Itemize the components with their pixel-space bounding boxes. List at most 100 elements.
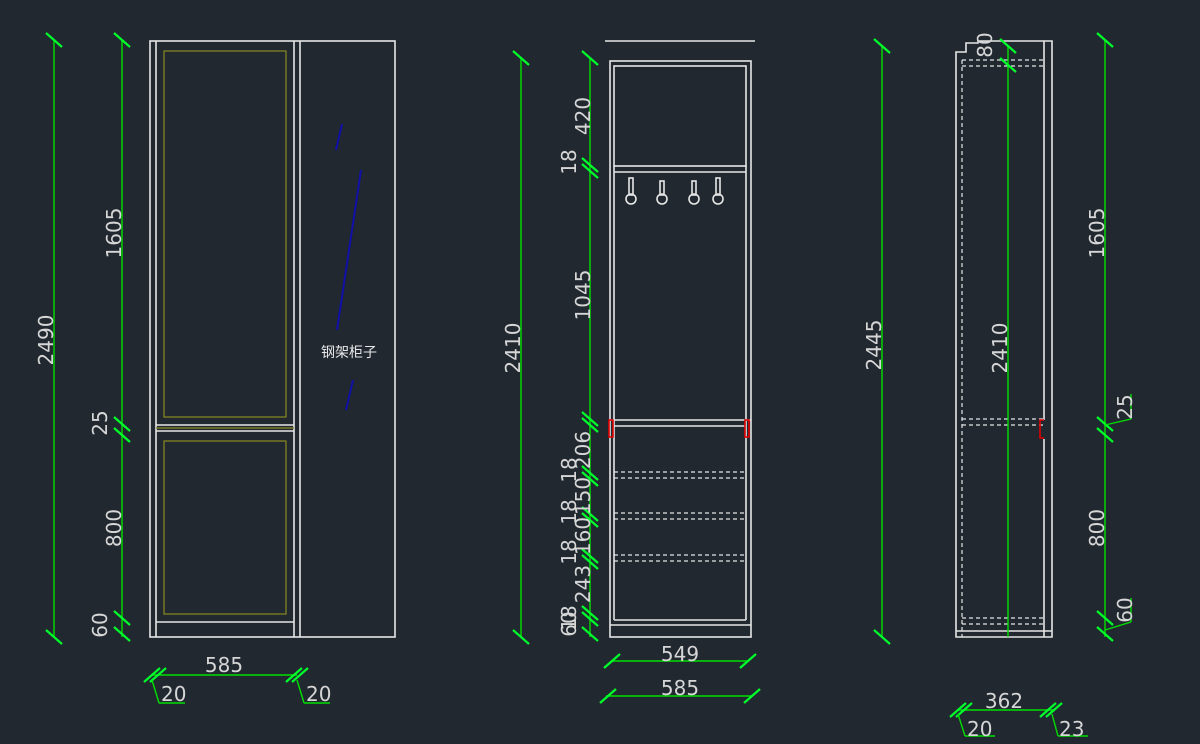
dim-tick (999, 38, 1017, 54)
hook-icon (625, 193, 637, 205)
dim-tick (113, 416, 131, 432)
dim-tick (1096, 416, 1114, 432)
front-elevation-view: 2490 1605 25 800 60 钢架柜子 (34, 32, 396, 706)
dim-tick (1096, 32, 1114, 48)
upper-height-label: 1605 (1085, 208, 1109, 259)
dim-tick (113, 626, 131, 642)
lower-door-panel (163, 440, 287, 615)
annotation-line (335, 123, 343, 151)
annotation-line (345, 379, 354, 411)
dim-243-label: 243 (571, 565, 595, 603)
dim-18-label: 18 (557, 149, 581, 174)
right-offset-label: 23 (1059, 717, 1084, 741)
dim-tick (603, 653, 621, 669)
side-section-view: 2445 80 2410 1605 25 800 60 (862, 32, 1137, 741)
hook-icon (712, 193, 724, 205)
top-compartment (613, 65, 747, 167)
hook-icon (715, 177, 721, 196)
dim-tick (113, 610, 131, 626)
dim-tick (581, 50, 599, 66)
outer-width-label: 585 (661, 676, 699, 700)
leader-line (957, 713, 966, 737)
dim-tick (113, 427, 131, 443)
dim-206-label: 206 (571, 431, 595, 469)
hook-icon (691, 180, 697, 196)
dim-tick (599, 688, 617, 704)
dim-150-label: 150 (571, 477, 595, 515)
dim-tick (581, 611, 599, 627)
dim-tick (581, 626, 599, 642)
base-height-label: 60 (1113, 597, 1137, 622)
upper-height-label: 1605 (102, 208, 126, 259)
steel-bracket-side (1039, 419, 1044, 439)
dim-tick (581, 605, 599, 621)
steel-frame-cabinet-note: 钢架柜子 (321, 345, 377, 361)
dim-tick (581, 417, 599, 433)
dim-tick (581, 163, 599, 179)
inner-width-label: 549 (661, 642, 699, 666)
lower-height-label: 800 (102, 509, 126, 547)
annotation-line (336, 169, 362, 331)
leader-line (1104, 621, 1132, 631)
middle-gap-label: 25 (1113, 394, 1137, 419)
dim-tick (581, 554, 599, 570)
inner-height-label: 2410 (988, 323, 1012, 374)
dim-160-label: 160 (571, 517, 595, 555)
dim-tick (512, 50, 530, 66)
dim-tick (739, 653, 757, 669)
middle-gap-label: 25 (88, 410, 112, 435)
interior-elevation-view: 2410 420 18 1045 206 18 150 18 160 18 24… (501, 40, 761, 704)
dim-60-label: 60 (557, 611, 581, 636)
dim-tick (873, 629, 891, 645)
dim-tick (512, 629, 530, 645)
dim-420-label: 420 (571, 97, 595, 135)
steel-bracket-left (608, 419, 614, 438)
dim-tick (581, 471, 599, 487)
hook-icon (659, 180, 665, 196)
width-label: 585 (205, 653, 243, 677)
dim-1045-label: 1045 (571, 270, 595, 321)
total-height-label: 2490 (34, 315, 58, 366)
total-height-label: 2410 (501, 323, 525, 374)
dim-tick (1039, 702, 1057, 718)
upper-door-panel (163, 50, 287, 418)
dim-tick (1045, 702, 1063, 718)
dim-tick (581, 157, 599, 173)
dim-tick (581, 465, 599, 481)
coat-hooks (625, 177, 724, 205)
hook-icon (656, 193, 668, 205)
depth-label: 362 (985, 689, 1023, 713)
dim-18-label: 18 (557, 539, 581, 564)
dim-tick (949, 702, 967, 718)
dim-tick (45, 32, 63, 48)
dim-tick (285, 667, 303, 683)
side-profile-outline (955, 40, 1053, 638)
base-height-label: 60 (88, 612, 112, 637)
top-80-label: 80 (973, 32, 997, 57)
dim-tick (581, 411, 599, 427)
dim-tick (1096, 427, 1114, 443)
lower-height-label: 800 (1085, 509, 1109, 547)
carcass-outline (609, 60, 752, 638)
dim-tick (45, 629, 63, 645)
dim-tick (1096, 610, 1114, 626)
dim-tick (581, 506, 599, 522)
dim-tick (743, 688, 761, 704)
steel-bracket-right (744, 419, 750, 438)
dim-tick (581, 548, 599, 564)
dim-tick (873, 38, 891, 54)
left-offset-label: 20 (161, 682, 186, 706)
leader-line (151, 679, 160, 704)
leader-line (296, 679, 305, 704)
dim-tick (1096, 626, 1114, 642)
total-height-label: 2445 (862, 320, 886, 371)
dim-tick (113, 32, 131, 48)
dim-18-label: 18 (557, 499, 581, 524)
cabinet-outline (149, 40, 396, 638)
hook-icon (628, 177, 634, 196)
dim-tick (999, 57, 1017, 73)
dim-tick (149, 667, 167, 683)
dim-18-label: 18 (557, 457, 581, 482)
right-offset-label: 20 (306, 682, 331, 706)
